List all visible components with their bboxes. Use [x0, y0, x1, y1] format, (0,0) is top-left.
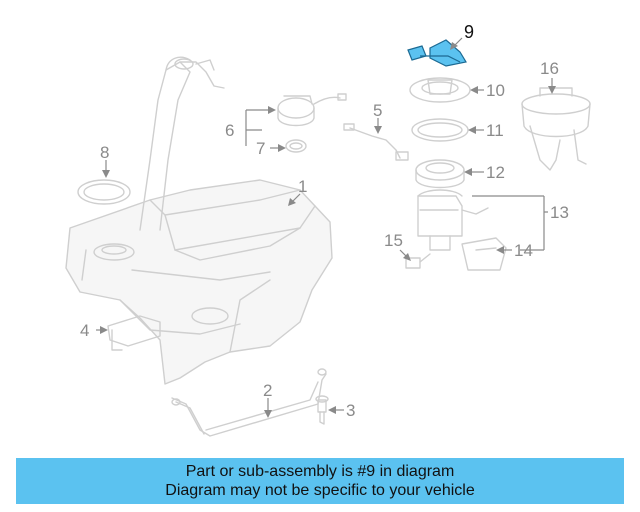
highlighted-part-9[interactable] — [407, 39, 467, 67]
callout-1: 1 — [298, 177, 307, 196]
pump-module-part-13[interactable] — [417, 189, 489, 251]
callout-2: 2 — [263, 381, 272, 400]
caption-line-2: Diagram may not be specific to your vehi… — [165, 482, 475, 499]
filler-neck[interactable] — [139, 56, 225, 231]
caption-banner: Part or sub-assembly is #9 in diagram Di… — [16, 458, 624, 504]
callout-14: 14 — [514, 241, 533, 260]
fuel-cap-part-6[interactable] — [277, 93, 347, 127]
bolt-part-3[interactable] — [315, 395, 329, 425]
callout-4: 4 — [80, 321, 89, 340]
callout-3: 3 — [346, 401, 355, 420]
callout-12: 12 — [486, 163, 505, 182]
callout-16: 16 — [540, 59, 559, 78]
lock-ring-part-8[interactable] — [77, 179, 131, 205]
callout-7: 7 — [256, 139, 265, 158]
leader-lines — [96, 37, 556, 418]
tank-strap-part-2[interactable] — [171, 368, 327, 437]
callout-6: 6 — [225, 121, 234, 140]
pump-assembly-part-16[interactable] — [521, 87, 591, 171]
sender-lid-part-10[interactable] — [409, 77, 471, 103]
connector-part-15[interactable] — [405, 253, 431, 269]
seal-ring-part-11[interactable] — [411, 118, 469, 142]
callout-8: 8 — [100, 143, 109, 162]
callout-15: 15 — [384, 231, 403, 250]
caption-line-1: Part or sub-assembly is #9 in diagram — [185, 463, 455, 480]
flange-part-12[interactable] — [415, 159, 465, 189]
callout-9-highlighted: 9 — [464, 22, 474, 42]
callout-11: 11 — [486, 121, 504, 140]
sensor-wire-part-5[interactable] — [343, 123, 409, 161]
callout-5: 5 — [373, 101, 382, 120]
fuel-tank-part-1[interactable] — [65, 179, 333, 385]
o-ring-part-7[interactable] — [285, 139, 307, 153]
callout-labels: 1 2 3 4 5 6 7 8 9 10 11 12 13 14 15 16 — [80, 22, 569, 420]
bracket-part-14[interactable] — [461, 237, 507, 271]
bracket-part-4[interactable] — [107, 315, 161, 351]
callout-10: 10 — [486, 81, 505, 100]
callout-13: 13 — [550, 203, 569, 222]
